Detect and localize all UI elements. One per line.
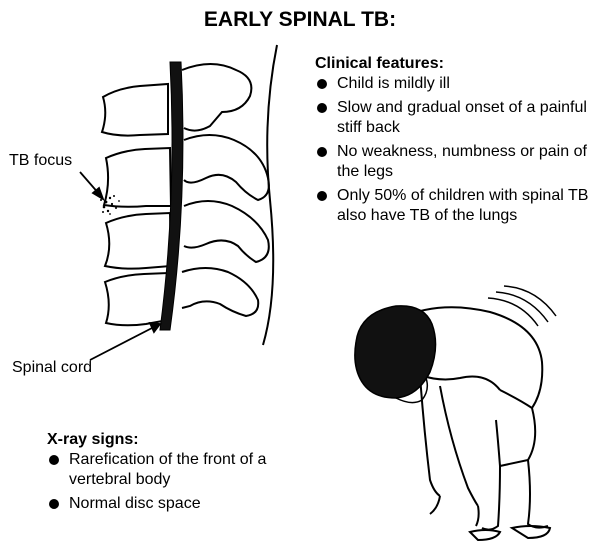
xray-signs-section: X-ray signs: Rarefication of the front o… <box>47 430 287 518</box>
list-item-text: Child is mildly ill <box>337 75 450 92</box>
spinal-cord <box>160 62 183 330</box>
list-item: No weakness, numbness or pain of the leg… <box>315 142 595 182</box>
list-item: Rarefication of the front of a vertebral… <box>47 450 287 490</box>
bullet-icon <box>317 103 327 113</box>
child-head <box>355 306 436 398</box>
clinical-features-list: Child is mildly ill Slow and gradual ons… <box>315 74 595 226</box>
vertebra-3 <box>105 213 171 269</box>
list-item: Slow and gradual onset of a painful stif… <box>315 98 595 138</box>
label-arrows <box>80 172 160 360</box>
bullet-icon <box>317 147 327 157</box>
tb-focus-label: TB focus <box>9 152 72 170</box>
vertebra-4 <box>105 273 168 325</box>
spinous-processes <box>182 64 269 316</box>
bullet-icon <box>49 499 59 509</box>
list-item-text: No weakness, numbness or pain of the leg… <box>337 143 587 180</box>
xray-signs-heading: X-ray signs: <box>47 430 287 450</box>
bullet-icon <box>317 79 327 89</box>
list-item: Normal disc space <box>47 494 287 514</box>
bullet-icon <box>49 455 59 465</box>
vertebra-2 <box>104 148 171 207</box>
list-item-text: Rarefication of the front of a vertebral… <box>69 451 266 488</box>
vertebra-1 <box>102 84 168 136</box>
bullet-icon <box>317 191 327 201</box>
spinal-cord-label: Spinal cord <box>12 359 92 377</box>
list-item: Child is mildly ill <box>315 74 595 94</box>
list-item-text: Only 50% of children with spinal TB also… <box>337 187 588 224</box>
clinical-features-heading: Clinical features: <box>315 54 595 74</box>
list-item: Only 50% of children with spinal TB also… <box>315 186 595 226</box>
clinical-features-section: Clinical features: Child is mildly ill S… <box>315 54 595 230</box>
xray-signs-list: Rarefication of the front of a vertebral… <box>47 450 287 514</box>
list-item-text: Slow and gradual onset of a painful stif… <box>337 99 587 136</box>
list-item-text: Normal disc space <box>69 495 201 512</box>
